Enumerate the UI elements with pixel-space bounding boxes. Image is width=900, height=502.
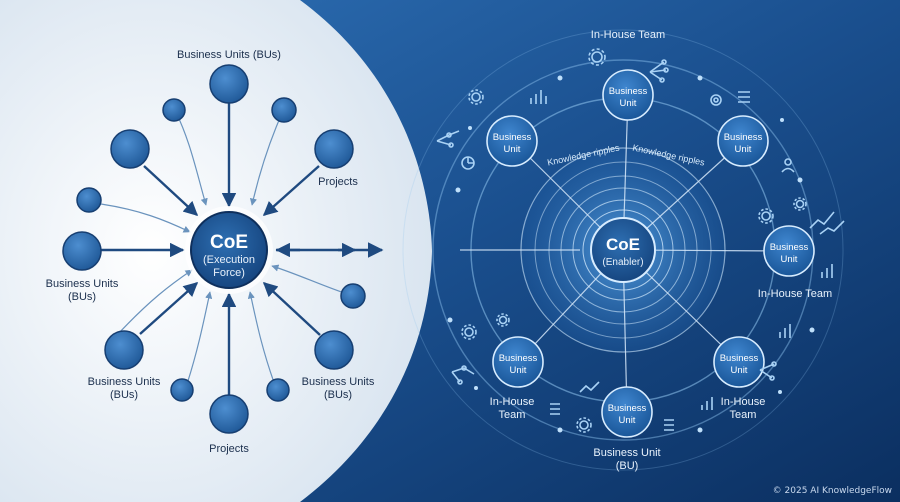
decor-icons: [436, 48, 845, 433]
label-bottom-bu-2: (BU): [616, 460, 639, 472]
left-node-upper-left: [110, 129, 150, 169]
gear-icon: [588, 48, 606, 66]
label-bottom-left-inhouse-1: In-House: [490, 396, 535, 408]
gear-icon: [468, 89, 484, 105]
network-icon: [759, 361, 777, 381]
left-node-small: [340, 283, 366, 309]
left-hub-title: CoE: [210, 232, 248, 253]
label-right-inhouse: In-House Team: [758, 288, 832, 300]
svg-text:Unit: Unit: [620, 98, 637, 109]
label-left-bus-1: Business Units: [46, 278, 119, 290]
left-hub-line2: Force): [213, 267, 245, 279]
bar-chart-icon: [701, 397, 713, 410]
bu-node-bottom: Business Unit: [601, 386, 653, 438]
bar-chart-icon: [530, 90, 547, 104]
left-node-projects: [314, 129, 354, 169]
label-top-inhouse: In-House Team: [591, 29, 665, 41]
svg-text:Business: Business: [609, 86, 648, 97]
bu-node-lower-right: Business Unit: [713, 336, 765, 388]
svg-text:Business: Business: [720, 353, 759, 364]
label-bottom-left-inhouse-2: Team: [499, 409, 526, 421]
left-node-small: [266, 378, 290, 402]
gear-icon: [461, 324, 477, 340]
left-node-lower-left: [104, 330, 144, 370]
label-projects-bottom: Projects: [209, 443, 249, 455]
bu-node-lower-left: Business Unit: [492, 336, 544, 388]
label-bottom-right-inhouse-2: Team: [730, 409, 757, 421]
ring-dots: [447, 75, 815, 433]
list-icon: [550, 403, 560, 415]
list-icon: [738, 91, 750, 103]
gear-icon: [793, 197, 807, 211]
target-icon: [710, 94, 722, 106]
svg-text:Unit: Unit: [731, 365, 748, 376]
label-bottom-right-bus-1: Business Units: [302, 376, 375, 388]
arrow-lower-right-node: [262, 282, 321, 336]
arrow-upper-left-node: [143, 165, 199, 216]
left-labels: Business Units (BUs) Projects Business U…: [46, 49, 375, 455]
left-hub-line1: (Execution: [203, 254, 255, 266]
svg-text:Unit: Unit: [510, 365, 527, 376]
label-bottom-right-bus-2: (BUs): [324, 389, 352, 401]
left-node-lower-right: [314, 330, 354, 370]
label-bottom-left-bus-1: Business Units: [88, 376, 161, 388]
label-projects-top: Projects: [318, 176, 358, 188]
label-bottom-right-inhouse-1: In-House: [721, 396, 766, 408]
pie-chart-icon: [461, 156, 475, 170]
right-labels: In-House Team In-House Team In-House Tea…: [490, 29, 833, 472]
user-icon: [781, 158, 795, 173]
gear-icon: [496, 313, 510, 327]
trend-line-icon: [579, 381, 600, 393]
svg-text:Unit: Unit: [735, 144, 752, 155]
network-icon: [649, 59, 669, 83]
left-hub: CoE (Execution Force): [185, 206, 273, 294]
gear-icon: [576, 417, 592, 433]
svg-text:Business: Business: [770, 242, 809, 253]
left-node-small: [170, 378, 194, 402]
left-node-small: [76, 187, 102, 213]
svg-text:Business: Business: [608, 403, 647, 414]
svg-text:Unit: Unit: [781, 254, 798, 265]
left-node-left: [62, 231, 102, 271]
label-bottom-bu-1: Business Unit: [593, 447, 660, 459]
svg-text:Business: Business: [499, 353, 538, 364]
svg-text:Business: Business: [724, 132, 763, 143]
left-nodes: [62, 64, 366, 434]
bar-chart-icon: [779, 324, 791, 338]
arrow-lower-left-node: [139, 282, 199, 335]
svg-text:Unit: Unit: [619, 415, 636, 426]
left-node-small: [162, 98, 186, 122]
svg-text:Business: Business: [493, 132, 532, 143]
left-node-bottom: [209, 394, 249, 434]
right-hub-title: CoE: [606, 235, 640, 254]
bu-node-upper-left: Business Unit: [486, 115, 538, 167]
right-hub: CoE (Enabler): [590, 217, 656, 283]
bu-node-right: Business Unit: [763, 225, 815, 277]
right-nodes: Business Unit Business Unit Business Uni…: [486, 69, 815, 438]
list-icon: [664, 419, 674, 431]
bu-node-top: Business Unit: [602, 69, 654, 121]
network-icon: [451, 365, 475, 385]
arrow-projects-node: [262, 165, 320, 216]
svg-text:Unit: Unit: [504, 144, 521, 155]
left-node-top: [209, 64, 249, 104]
trend-line-icon: [809, 211, 845, 235]
label-bottom-left-bus-2: (BUs): [110, 389, 138, 401]
bar-chart-icon: [821, 264, 833, 278]
gear-icon: [758, 208, 774, 224]
bu-node-upper-right: Business Unit: [717, 115, 769, 167]
copyright-footer: © 2025 AI KnowledgeFlow: [772, 486, 892, 496]
label-top-bus: Business Units (BUs): [177, 49, 281, 61]
left-node-small: [271, 97, 297, 123]
right-hub-line1: (Enabler): [602, 257, 643, 268]
network-icon: [436, 130, 460, 148]
label-left-bus-2: (BUs): [68, 291, 96, 303]
